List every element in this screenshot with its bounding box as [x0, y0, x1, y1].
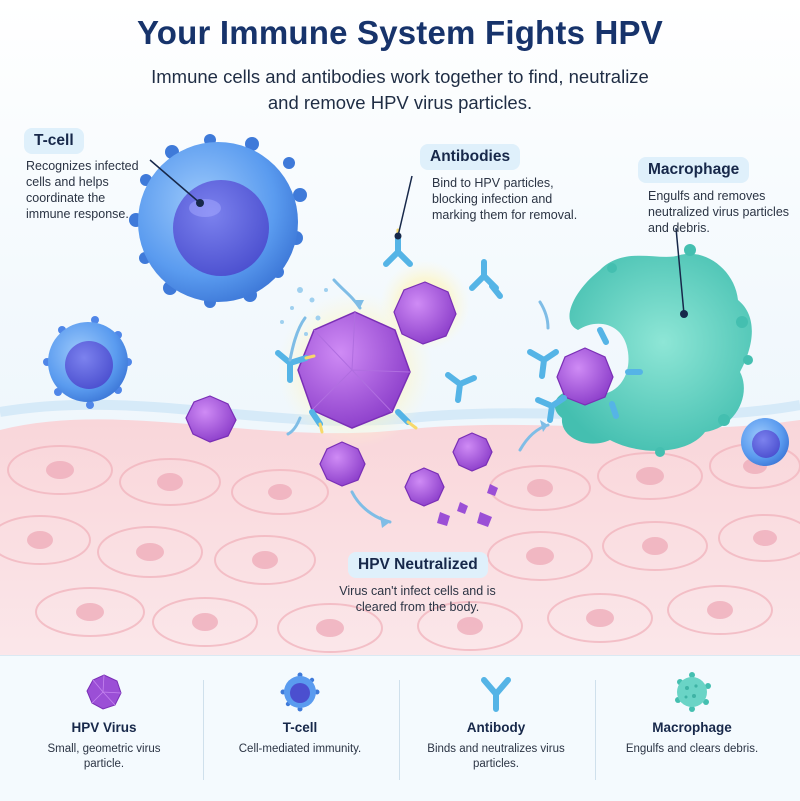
t-cell-callout-title: T-cell [24, 128, 84, 154]
macrophage-pointer-line [675, 227, 685, 315]
legend-name: Macrophage [652, 720, 732, 735]
macrophage-callout-desc: Engulfs and removes neutralized virus pa… [648, 189, 790, 235]
legend-desc: Engulfs and clears debris. [625, 743, 759, 755]
macrophage-icon [675, 672, 711, 712]
macrophage-callout-title: Macrophage [638, 157, 750, 183]
page-subtitle: Immune cells and antibodies work togethe… [151, 66, 649, 113]
tissue-layer [0, 419, 800, 660]
hpv-neutralized-callout-desc: Virus can't infect cells and is cleared … [339, 584, 496, 614]
t-cell-large [129, 134, 307, 308]
legend-desc: Small, geometric virus particle. [47, 743, 161, 770]
tissue-cells [0, 443, 800, 653]
flow-arrowheads [352, 300, 548, 528]
legend-divider [595, 680, 596, 780]
legend-desc: Binds and neutralizes virus particles. [427, 743, 565, 770]
antibodies-pointer-line [397, 175, 413, 237]
legend-item-macrophage: Macrophage Engulfs and clears debris. [594, 656, 790, 801]
legend-panel: HPV Virus Small, geometric virus particl… [0, 655, 800, 801]
antibody-icon [481, 677, 511, 712]
legend-name: T-cell [282, 720, 318, 735]
antibodies-callout-title: Antibodies [420, 144, 521, 170]
legend-item-t-cell: T-cell Cell-mediated immunity. [202, 656, 398, 801]
virus-particle-left [185, 395, 237, 443]
t-cell-callout-desc: Recognizes infected cells and helps coor… [26, 159, 139, 221]
virus-particle-upper [393, 281, 457, 345]
legend-item-antibody: Antibody Binds and neutralizes virus par… [398, 656, 594, 801]
legend-name: HPV Virus [71, 720, 137, 735]
legend-desc: Cell-mediated immunity. [238, 743, 362, 755]
floating-particles [280, 287, 328, 336]
legend-divider [203, 680, 204, 780]
virus-particle-lower-mid [452, 432, 493, 472]
virus-particle-lower-left [319, 441, 366, 487]
t-cell-pointer-line [149, 159, 201, 204]
virus-particle-engulfed [556, 347, 614, 406]
legend-divider [399, 680, 400, 780]
virus-particle-central [297, 311, 411, 429]
antibodies-callout-desc: Bind to HPV particles, blocking infectio… [432, 176, 578, 222]
illustration-scene [0, 0, 800, 660]
legend-name: Antibody [466, 720, 526, 735]
t-cell-small [43, 316, 132, 409]
hpv-neutralized-callout-title: HPV Neutralized [348, 552, 488, 578]
t-cell-small-right [741, 418, 789, 466]
legend-item-hpv-virus: HPV Virus Small, geometric virus particl… [6, 656, 202, 801]
page-title: Your Immune System Fights HPV [137, 14, 663, 51]
t-cell-icon [280, 672, 320, 712]
hpv-virus-icon [86, 674, 122, 710]
antibodies [275, 235, 643, 427]
virus-particle-breaking [404, 467, 498, 527]
macrophage-cell [554, 244, 753, 457]
